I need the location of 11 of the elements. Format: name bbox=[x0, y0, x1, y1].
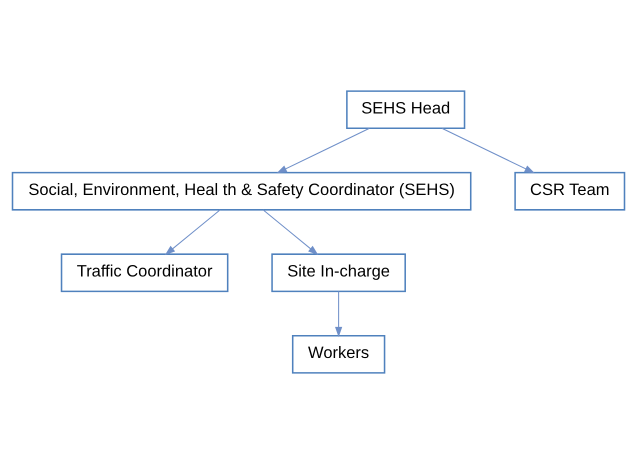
arrow bbox=[164, 209, 220, 255]
node-box: Social, Environment, Heal th & Safety Coordinator (SEHS) bbox=[12, 171, 472, 210]
node-box: Workers bbox=[292, 334, 386, 374]
arrow bbox=[335, 290, 342, 337]
arrow bbox=[262, 209, 318, 255]
node-box: SEHS Head bbox=[346, 90, 466, 129]
node-box: Site In-charge bbox=[271, 252, 406, 292]
arrow bbox=[442, 127, 535, 173]
arrow bbox=[276, 127, 370, 173]
node-box: CSR Team bbox=[514, 171, 626, 210]
node-box: Traffic Coordinator bbox=[60, 252, 228, 292]
